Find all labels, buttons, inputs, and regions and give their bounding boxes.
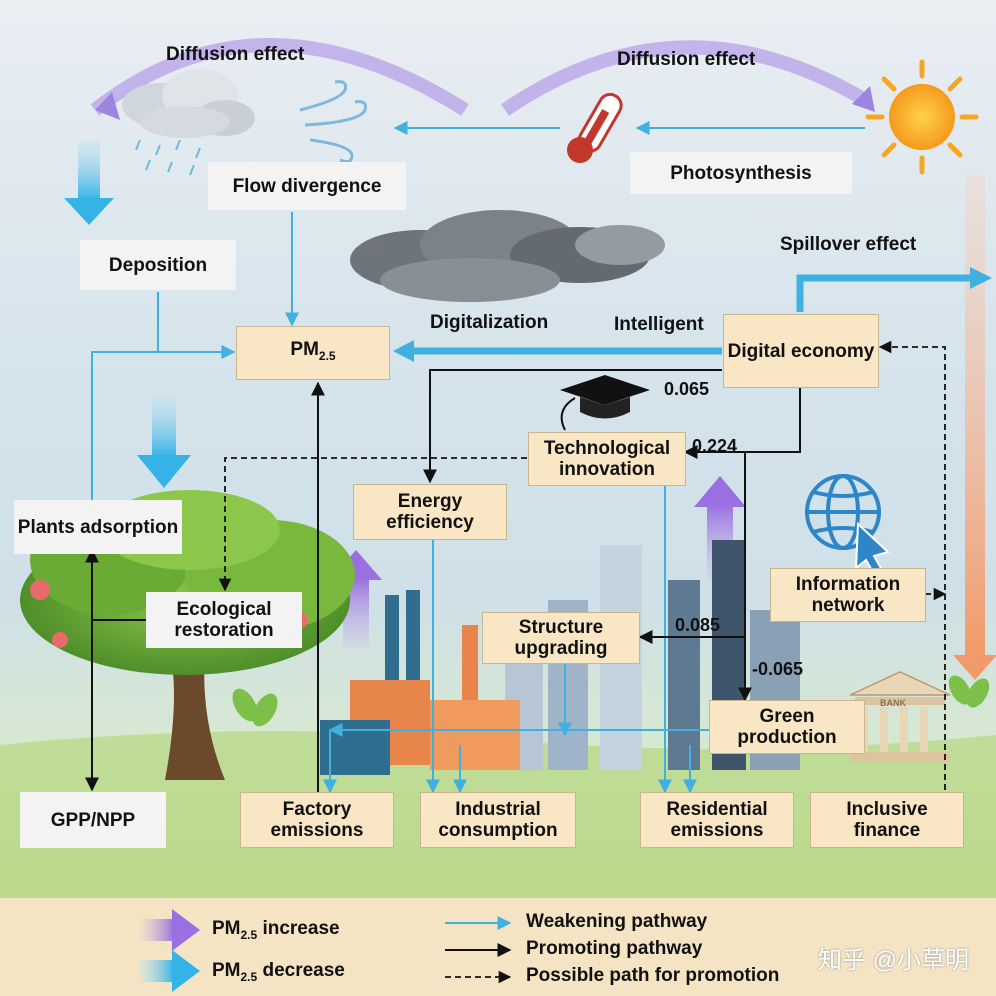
plants-adsorption-box: Plants adsorption [14,500,182,554]
path-deposition-pm [157,292,236,359]
path-tech-eco [218,457,527,592]
path-tech-cap [560,397,576,431]
spillover-label: Spillover effect [780,234,917,255]
gpp-npp-box: GPP/NPP [20,792,166,848]
coef-structure: 0.085 [675,615,721,635]
deposition-box: Deposition [80,240,236,290]
diffusion-arc-right-head [852,86,875,112]
legend-increase-label: PM2.5 increase [212,918,340,942]
diffusion-label-right: Diffusion effect [617,49,756,70]
diffusion-arc-right [501,40,869,116]
information-network-box: Information network [770,568,926,622]
structure-upgrading-box: Structure upgrading [482,612,640,664]
path-finance-digital [878,340,946,790]
legend-decrease-label: PM2.5 decrease [212,960,345,984]
smog-cloud [350,210,665,302]
pm25-box: PM2.5 [236,326,390,380]
decrease-arrow-right-side [953,175,996,680]
sun-icon [865,59,979,175]
path-spillover [796,274,972,312]
factory-emissions-box: Factory emissions [240,792,394,848]
path-digital-energy [423,369,722,484]
thermometer-icon [567,92,623,163]
diffusion-arc-left-head [95,92,120,120]
digitalization-label: Digitalization [430,312,549,333]
intelligent-label: Intelligent [614,314,704,335]
pm25-label: PM2.5 [290,339,336,363]
decrease-arrow-down-left [64,140,114,225]
graduation-cap-icon [560,375,650,419]
coef-tech: 0.065 [664,379,710,399]
inclusive-finance-box: Inclusive finance [810,792,964,848]
digital-economy-box: Digital economy [723,314,879,388]
legend-decrease-arrow [140,950,200,992]
decrease-arrow-down-tree [137,395,191,488]
path-digital-tech [683,385,801,459]
legend-weakening-label: Weakening pathway [526,911,708,932]
factory [320,590,520,775]
path-digital-pm-head [393,340,414,362]
diffusion-label-left: Diffusion effect [166,44,305,65]
green-production-box: Green production [709,700,865,754]
technological-innovation-box: Technological innovation [528,432,686,486]
ecological-restoration-box: Ecological restoration [146,592,302,648]
legend-increase-arrow [140,909,200,951]
wind-icon [299,80,367,164]
industrial-consumption-box: Industrial consumption [420,792,576,848]
residential-emissions-box: Residential emissions [640,792,794,848]
coef-green-neg: -0.065 [752,659,804,679]
legend-promoting-label: Promoting pathway [526,938,703,959]
globe-icon [805,474,890,576]
diffusion-arc-left [90,38,469,116]
bank-sign: BANK [880,698,906,708]
energy-efficiency-box: Energy efficiency [353,484,507,540]
path-plants-up [91,351,158,500]
coef-green: 0.224 [692,436,738,456]
watermark: 知乎 @小草明 [818,947,970,974]
legend-possible-label: Possible path for promotion [526,965,780,986]
sprout-icons [232,675,990,727]
flow-divergence-box: Flow divergence [208,162,406,210]
path-spillover-head [970,267,992,289]
photosynthesis-box: Photosynthesis [630,152,852,194]
rain-cloud-icon [122,69,255,176]
